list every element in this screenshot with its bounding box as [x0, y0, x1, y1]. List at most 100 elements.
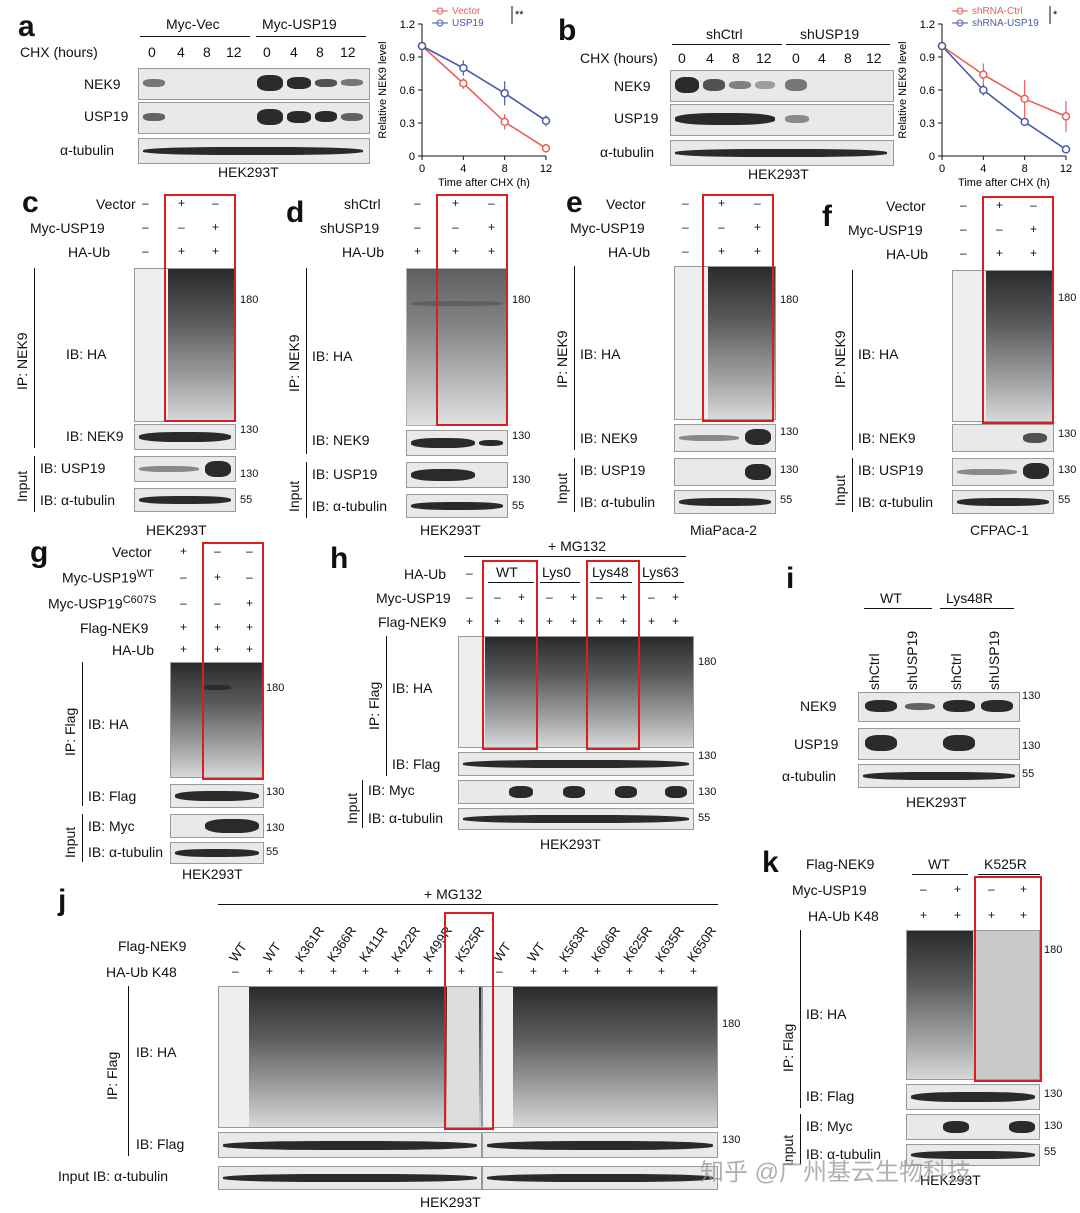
time-label: 12: [340, 44, 356, 60]
mw-marker: 130: [698, 786, 717, 798]
sign: +: [996, 198, 1004, 212]
sign: +: [452, 196, 460, 210]
sign: –: [452, 220, 459, 234]
sign: –: [682, 196, 689, 210]
sign: +: [246, 620, 254, 634]
sign: –: [920, 882, 927, 896]
group-label: Lys0: [542, 564, 572, 580]
lane-label: K635R: [652, 923, 688, 965]
time-label: 8: [203, 44, 211, 60]
mw-marker: 130: [780, 464, 799, 476]
sign: –: [596, 590, 603, 604]
sign: +: [1030, 222, 1038, 236]
panel-label-f: f: [822, 200, 832, 233]
blot-usp19: [858, 728, 1020, 760]
ib-label: IB: USP19: [858, 462, 924, 478]
sign: +: [466, 614, 474, 628]
time-label: 4: [706, 50, 714, 66]
row-label: α-tubulin: [60, 142, 115, 158]
blot-usp19: [406, 462, 508, 488]
mw-marker: 130: [722, 1134, 741, 1146]
chx-label: CHX (hours): [20, 44, 98, 60]
sign: –: [546, 590, 553, 604]
mw-marker: 130: [1044, 1120, 1063, 1132]
group-label: Lys63: [642, 564, 679, 580]
ib-label: IB: HA: [806, 1006, 847, 1022]
lane-label: K366R: [324, 923, 360, 965]
ib-label: IB: NEK9: [580, 430, 638, 446]
data-point: [979, 70, 988, 79]
x-axis-label: Time after CHX (h): [958, 177, 1050, 189]
x-tick-label: 0: [939, 163, 945, 175]
mw-marker: 180: [722, 1018, 741, 1030]
cell-line: MiaPaca-2: [690, 522, 757, 538]
lane-label: K563R: [556, 923, 592, 965]
ib-label: IB: α-tubulin: [580, 494, 656, 510]
sign: +: [214, 642, 222, 656]
sign: +: [620, 614, 628, 628]
ib-label: IB: USP19: [40, 460, 106, 476]
cell-line: HEK293T: [920, 1172, 981, 1188]
sign: +: [488, 220, 496, 234]
x-tick-label: 0: [419, 163, 425, 175]
blot-tubulin: [138, 138, 370, 164]
data-point: [500, 117, 509, 127]
lane-label: shUSP19: [986, 630, 1002, 690]
sign: –: [142, 220, 149, 234]
input-label: Input: [554, 472, 570, 504]
data-point: [937, 41, 947, 51]
row-label: Flag-NEK9: [378, 614, 447, 630]
cell-line: HEK293T: [748, 166, 809, 182]
row-label: Vector: [96, 196, 136, 212]
row-label: Myc-USP19: [848, 222, 923, 238]
sign: +: [330, 964, 338, 978]
ib-label: IB: α-tubulin: [40, 492, 116, 508]
blot-tubulin: [670, 140, 894, 166]
blot-tubulin: [952, 490, 1054, 514]
sign: –: [960, 222, 967, 236]
lane-label: K411R: [356, 924, 391, 965]
sign: –: [1030, 198, 1037, 212]
x-tick-label: 4: [460, 163, 466, 175]
blot-ha-right: [482, 986, 718, 1128]
mw-marker: 130: [240, 424, 259, 436]
mw-marker: 180: [240, 294, 259, 306]
ip-label: IP: Flag: [62, 707, 78, 756]
sign: –: [414, 196, 421, 210]
lane-label: shUSP19: [904, 630, 920, 690]
sign: +: [394, 964, 402, 978]
blot-myc: [458, 780, 694, 804]
panel-label-j: j: [58, 884, 67, 917]
y-tick-label: 1.2: [400, 19, 415, 31]
time-label: 4: [290, 44, 298, 60]
sign: –: [494, 590, 501, 604]
row-label: Myc-USP19: [792, 882, 867, 898]
sign: +: [362, 964, 370, 978]
input-label: Input: [62, 826, 78, 858]
panel-label-b: b: [558, 14, 577, 47]
row-label: Flag-NEK9: [118, 938, 187, 954]
row-label: HA-Ub: [112, 642, 155, 658]
x-tick-label: 12: [540, 163, 552, 175]
x-tick-label: 4: [980, 163, 986, 175]
sign: +: [298, 964, 306, 978]
highlight-box: [202, 542, 264, 780]
blot-tubulin: [482, 1166, 718, 1190]
data-point: [1061, 145, 1071, 154]
sign: +: [494, 614, 502, 628]
cell-line: HEK293T: [540, 836, 601, 852]
sign: –: [648, 590, 655, 604]
blot-flag: [482, 1132, 718, 1158]
sign: –: [214, 596, 221, 610]
y-tick-label: 0.3: [920, 118, 935, 130]
cell-line: HEK293T: [146, 522, 207, 538]
sign: +: [246, 596, 254, 610]
group-label: WT: [880, 590, 902, 606]
blot-ha: [674, 266, 776, 420]
highlight-box: [702, 194, 774, 422]
row-label: Flag-NEK9: [80, 620, 149, 636]
lane-label: K625R: [620, 923, 656, 965]
mg132-label: + MG132: [424, 886, 482, 902]
sign: +: [518, 614, 526, 628]
